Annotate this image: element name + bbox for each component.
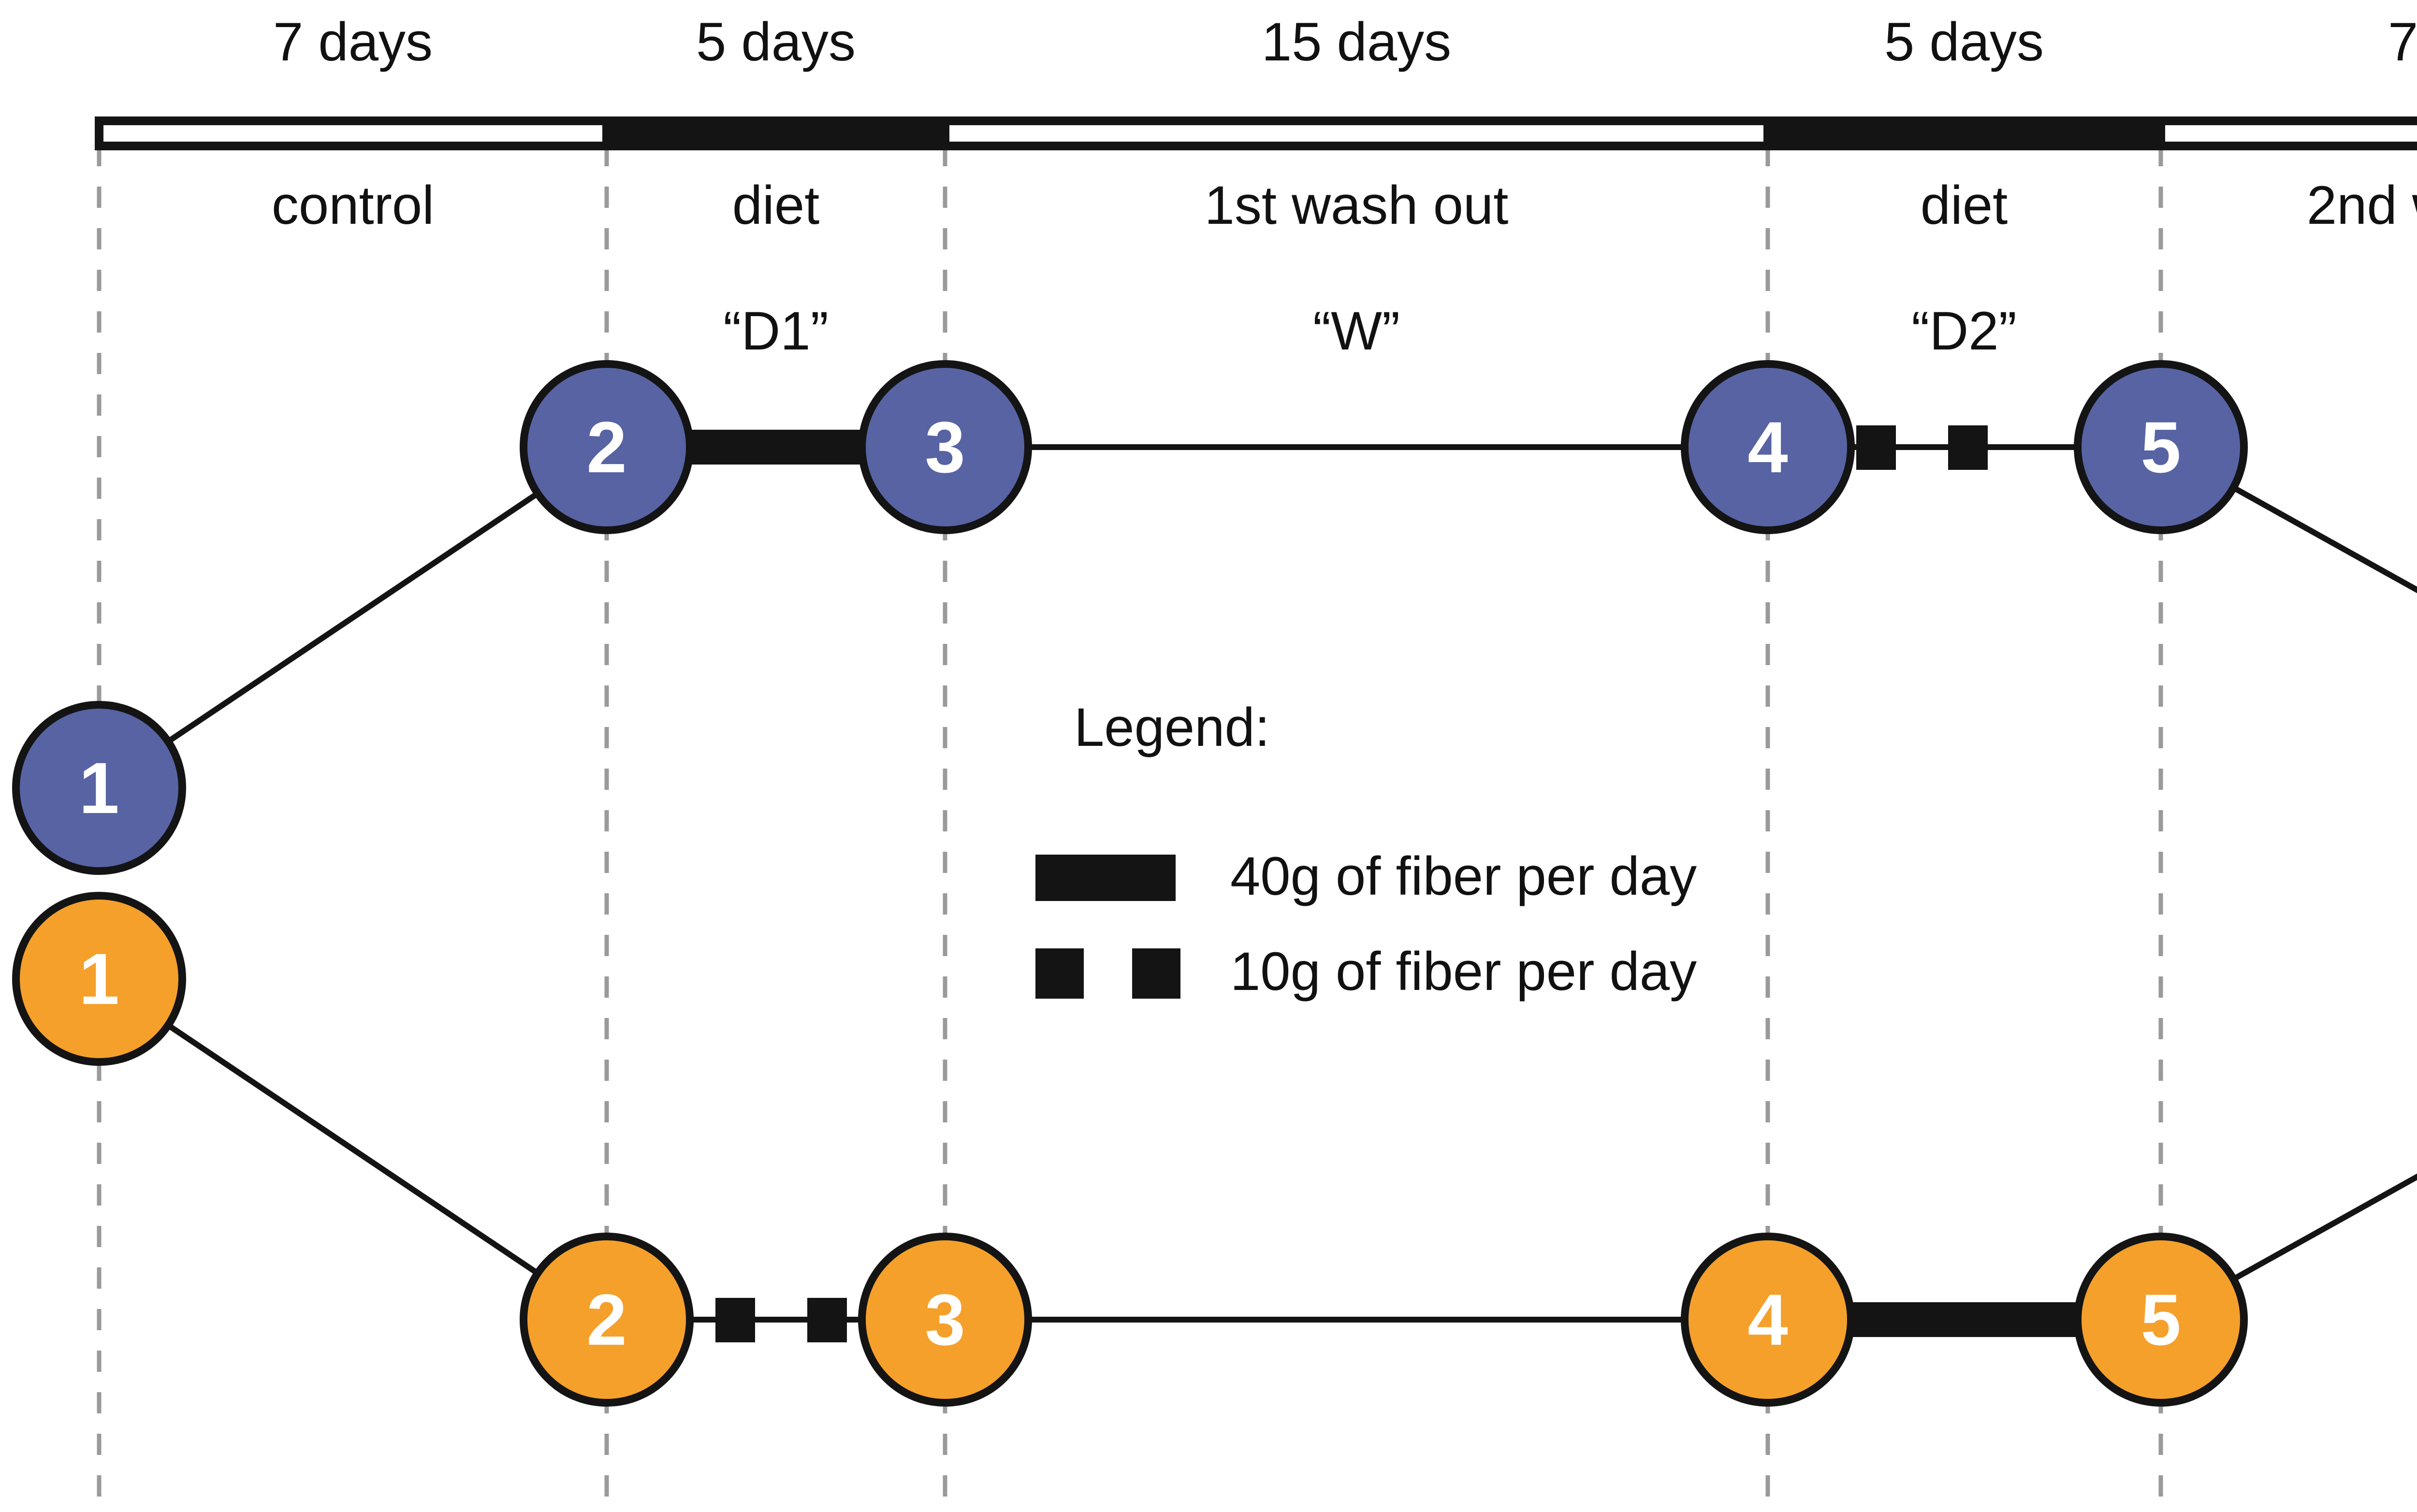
period-code-label-d2: “D2” xyxy=(1911,301,2017,361)
period-days-label-3: 15 days xyxy=(1261,12,1452,72)
node-label: 4 xyxy=(1747,1279,1788,1360)
period-name-label-2: diet xyxy=(732,175,820,235)
node-circle[interactable] xyxy=(12,701,186,875)
node-arm-b-3[interactable]: 3 xyxy=(858,1233,1032,1407)
timeline-segment-washout-2 xyxy=(2156,116,2417,150)
node-arm-b-2[interactable]: 2 xyxy=(520,1233,694,1407)
node-label: 5 xyxy=(2140,407,2181,488)
arm-a-nodes: 1 2 3 4 5 6 xyxy=(12,360,2248,875)
node-circle[interactable] xyxy=(1681,360,1855,534)
node-circle[interactable] xyxy=(1681,1233,1855,1407)
node-arm-b-1[interactable]: 1 xyxy=(12,892,186,1066)
period-code-label-w: “W” xyxy=(1312,301,1400,361)
period-code-label-d1: “D1” xyxy=(723,301,829,361)
legend-label-40g: 40g of fiber per day xyxy=(1230,846,1697,906)
node-arm-b-5[interactable]: 5 xyxy=(2074,1233,2248,1407)
node-arm-b-4[interactable]: 4 xyxy=(1681,1233,1855,1407)
node-arm-a-5[interactable]: 5 xyxy=(2074,360,2248,534)
period-days-label-1: 7 days xyxy=(273,12,433,72)
node-circle[interactable] xyxy=(858,1233,1032,1407)
legend-label-10g: 10g of fiber per day xyxy=(1230,941,1697,1002)
arm-b-connectors xyxy=(97,976,2417,1342)
node-circle[interactable] xyxy=(2074,360,2248,534)
arm-b-link-1-2 xyxy=(97,976,609,1322)
node-arm-a-3[interactable]: 3 xyxy=(858,360,1032,534)
legend-title: Legend: xyxy=(1074,697,1270,757)
node-label: 4 xyxy=(1747,407,1788,488)
timeline-segment-diet-d2 xyxy=(1763,116,2165,150)
legend-swatch-solid-thick xyxy=(1035,855,1176,901)
arm-b-nodes: 1 2 3 4 5 6 xyxy=(12,892,2248,1407)
arm-a-dash-2 xyxy=(1948,425,1988,470)
node-arm-a-4[interactable]: 4 xyxy=(1681,360,1855,534)
node-label: 1 xyxy=(79,747,119,829)
arm-b-link-5-6 xyxy=(2159,1173,2417,1323)
node-circle[interactable] xyxy=(858,360,1032,534)
period-days-label-4: 5 days xyxy=(1884,12,2044,72)
period-name-label-5: 2nd wash out xyxy=(2306,175,2417,235)
node-circle[interactable] xyxy=(520,1233,694,1407)
arm-b-dash-2 xyxy=(807,1298,847,1342)
timeline-segment-washout-1 xyxy=(941,116,1772,150)
timeline-bar xyxy=(95,116,2417,150)
node-label: 1 xyxy=(79,938,119,1019)
timeline-segment-diet-d1 xyxy=(602,116,949,150)
arm-b-dash-1 xyxy=(715,1298,755,1342)
node-label: 2 xyxy=(586,407,626,488)
node-label: 3 xyxy=(925,407,965,488)
node-label: 2 xyxy=(586,1279,626,1360)
period-name-label-4: diet xyxy=(1920,175,2008,235)
node-label: 3 xyxy=(925,1279,965,1360)
legend-swatch-dashed-thick-a xyxy=(1035,948,1084,999)
node-arm-a-2[interactable]: 2 xyxy=(520,360,694,534)
arm-a-link-1-2 xyxy=(97,445,609,790)
period-name-label-1: control xyxy=(271,175,435,235)
node-circle[interactable] xyxy=(520,360,694,534)
node-label: 5 xyxy=(2140,1279,2181,1360)
arm-a-dash-1 xyxy=(1856,425,1896,470)
node-circle[interactable] xyxy=(2074,1233,2248,1407)
period-days-label-2: 5 days xyxy=(696,12,856,72)
node-arm-a-1[interactable]: 1 xyxy=(12,701,186,875)
node-circle[interactable] xyxy=(12,892,186,1066)
arm-a-link-5-6 xyxy=(2159,444,2417,594)
legend-swatches xyxy=(1035,855,1180,999)
legend-swatch-dashed-thick-b xyxy=(1132,948,1180,999)
timeline-segment-control xyxy=(95,116,611,150)
period-days-label-5: 7 days xyxy=(2388,12,2417,72)
period-name-label-3: 1st wash out xyxy=(1204,175,1509,235)
